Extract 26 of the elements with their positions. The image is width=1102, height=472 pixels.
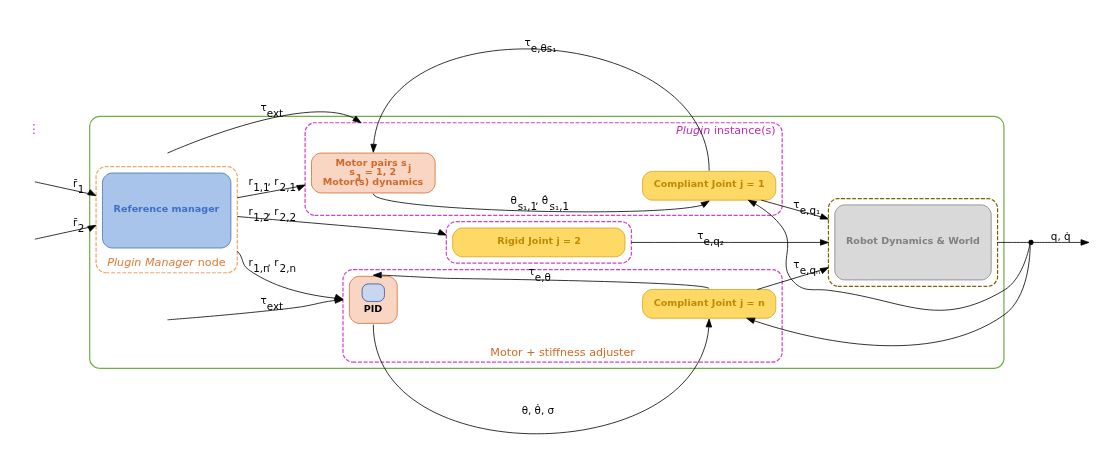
arrow (34, 181, 97, 197)
connector (997, 242, 1029, 243)
node-box: Robot Dynamics & World (834, 204, 992, 281)
arrow (34, 224, 97, 240)
arrow (167, 111, 362, 154)
arrow (1033, 239, 1090, 246)
label: ⋮ (27, 120, 41, 136)
arrow (746, 244, 1031, 347)
edge-label: q, q̇ (1050, 229, 1071, 242)
node-box: Compliant Joint j = n (642, 289, 777, 319)
node-box: Compliant Joint j = 1 (642, 171, 777, 201)
arrow (236, 216, 447, 236)
arrow (372, 318, 712, 435)
node-box: Reference manager (102, 172, 232, 249)
arrow (370, 49, 710, 171)
arrow (372, 193, 710, 213)
node-box: PID (348, 275, 398, 324)
cluster (827, 197, 999, 287)
node-circle (1028, 239, 1034, 246)
arrow (747, 199, 1031, 311)
arrow (372, 271, 710, 290)
arrow (757, 267, 829, 290)
edge-label: θ, θ̇, σ (521, 404, 555, 417)
node-box: Rigid Joint j = 2 (452, 227, 626, 258)
arrow (760, 199, 829, 220)
cluster (445, 221, 632, 264)
